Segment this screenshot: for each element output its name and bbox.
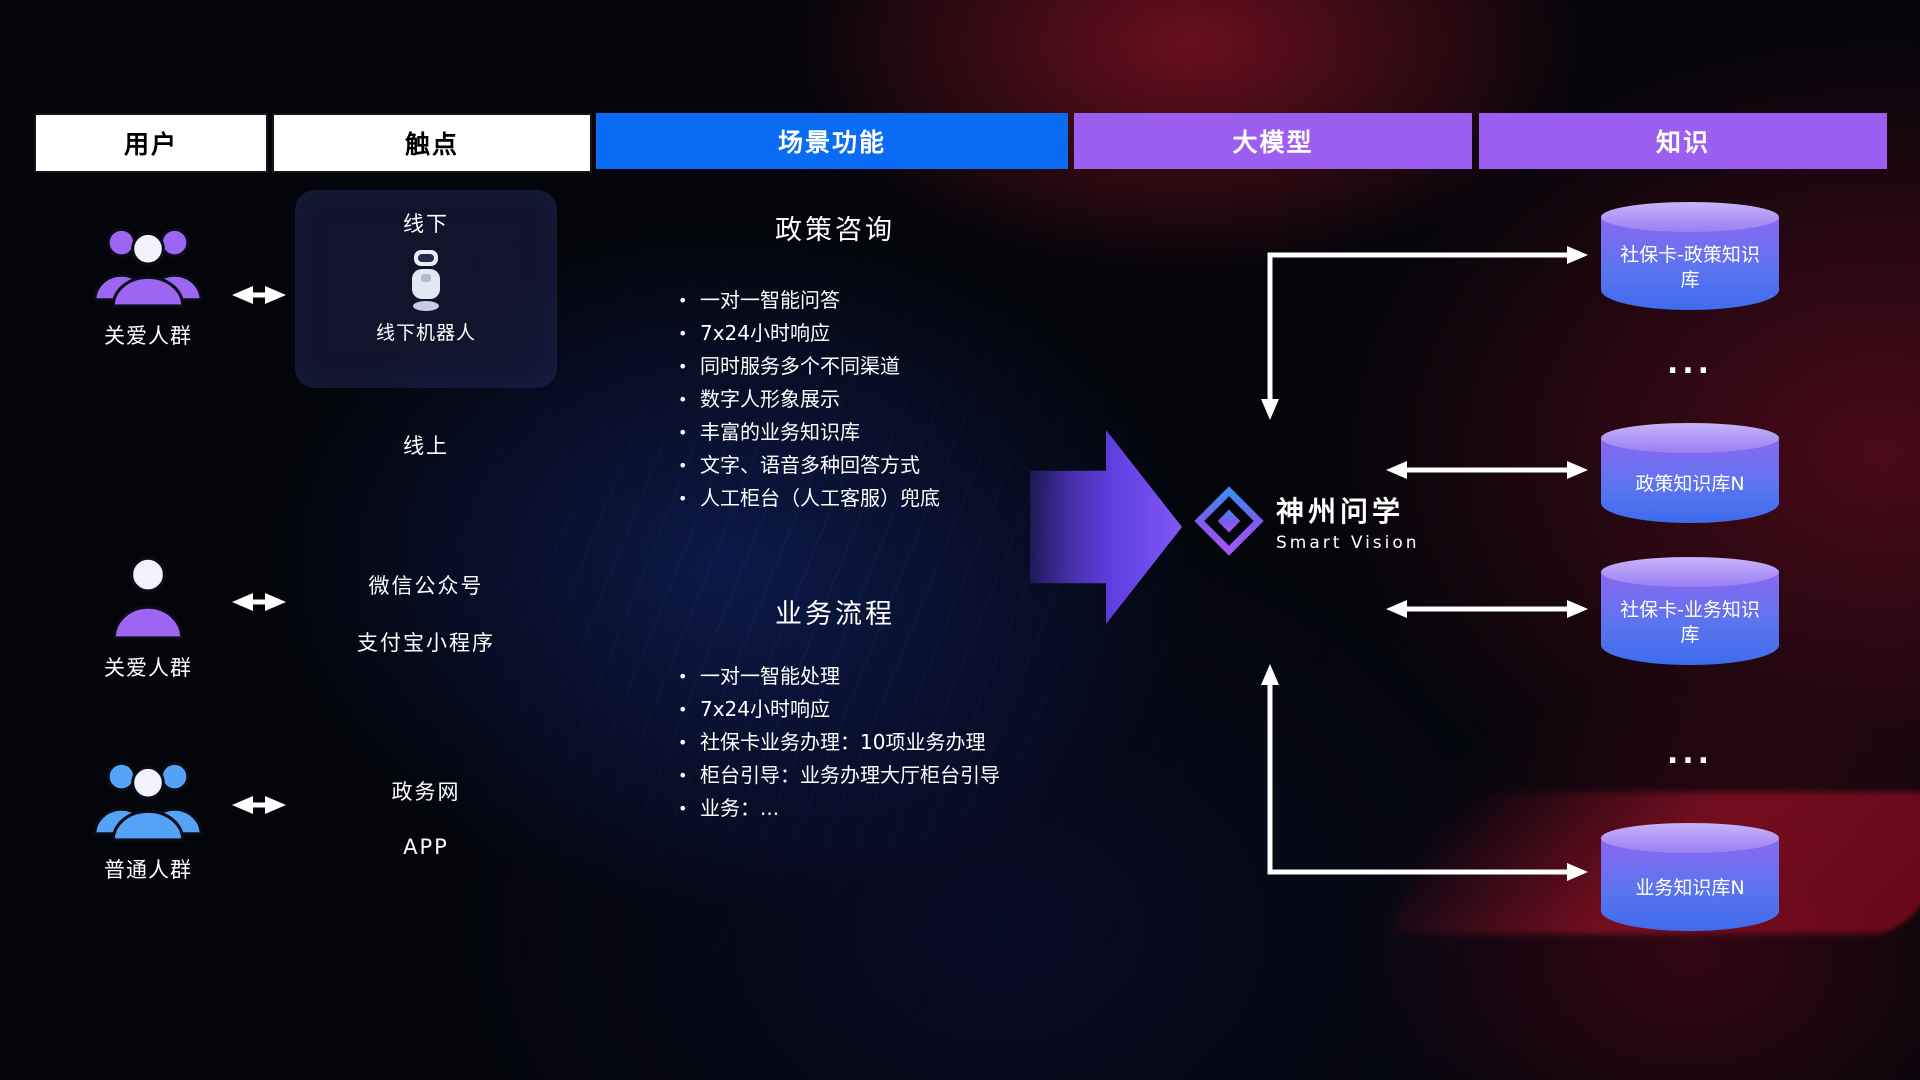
column-header-large-model: 大模型 — [1074, 113, 1472, 169]
user-group-ordinary: 普通人群 — [58, 750, 238, 884]
database-icon — [1601, 202, 1779, 232]
diamond-logo-icon — [1194, 486, 1264, 556]
list-item: 7x24小时响应 — [676, 693, 1000, 726]
column-header-users: 用户 — [34, 113, 268, 173]
list-item: 人工柜台（人工客服）兜底 — [676, 482, 940, 515]
people-group-icon — [93, 227, 203, 308]
column-header-touchpoints: 触点 — [272, 113, 592, 173]
list-item: 丰富的业务知识库 — [676, 416, 940, 449]
scenario-title-business-process: 业务流程 — [775, 599, 895, 630]
channel-app: APP — [403, 835, 449, 859]
user-group-care-1: 关爱人群 — [58, 216, 238, 350]
business-feature-list: 一对一智能处理 7x24小时响应 社保卡业务办理：10项业务办理 柜台引导：业务… — [676, 660, 1000, 825]
policy-feature-list: 一对一智能问答 7x24小时响应 同时服务多个不同渠道 数字人形象展示 丰富的业… — [676, 284, 940, 515]
scenario-title-policy-consultation: 政策咨询 — [775, 215, 895, 246]
list-item: 一对一智能问答 — [676, 284, 940, 317]
knowledge-db-social-business: 社保卡-业务知识库 — [1601, 557, 1779, 665]
database-icon — [1601, 423, 1779, 453]
person-icon — [112, 556, 184, 640]
model-logo — [1192, 484, 1266, 562]
knowledge-db-business-n: 业务知识库N — [1601, 823, 1779, 931]
column-header-knowledge: 知识 — [1479, 113, 1887, 169]
channel-alipay-mini-program: 支付宝小程序 — [357, 631, 495, 655]
channel-wechat-official-account: 微信公众号 — [368, 574, 484, 598]
online-label: 线上 — [403, 434, 449, 458]
offline-robot-label: 线下机器人 — [375, 322, 476, 344]
people-group-icon — [93, 761, 203, 842]
list-item: 7x24小时响应 — [676, 317, 940, 350]
channel-government-web: 政务网 — [391, 780, 461, 804]
user-group-label: 普通人群 — [104, 858, 192, 882]
database-label: 社保卡-政策知识库 — [1601, 217, 1779, 310]
ellipsis-more-knowledge-bases: ... — [1666, 736, 1714, 771]
model-name: 神州问学 — [1276, 495, 1405, 528]
database-icon — [1601, 557, 1779, 587]
elbow-arrow-model-to-policy-kb — [1261, 246, 1588, 420]
offline-touchpoint-card: 线下 线下机器人 — [295, 190, 557, 388]
user-group-label: 关爱人群 — [104, 324, 192, 348]
column-header-scenario-functions: 场景功能 — [596, 113, 1068, 169]
user-group-label: 关爱人群 — [104, 656, 192, 680]
ellipsis-more-knowledge-bases: ... — [1666, 346, 1714, 381]
model-logo-text: 神州问学 Smart Vision — [1276, 490, 1420, 553]
offline-label: 线下 — [403, 212, 449, 236]
list-item: 业务：... — [676, 792, 1000, 825]
user-group-care-2: 关爱人群 — [58, 548, 238, 682]
big-flow-arrow — [1030, 430, 1182, 624]
list-item: 社保卡业务办理：10项业务办理 — [676, 726, 1000, 759]
knowledge-db-policy-n: 政策知识库N — [1601, 423, 1779, 523]
robot-icon — [412, 250, 440, 311]
database-icon — [1601, 823, 1779, 853]
list-item: 文字、语音多种回答方式 — [676, 449, 940, 482]
list-item: 柜台引导：业务办理大厅柜台引导 — [676, 759, 1000, 792]
knowledge-db-social-policy: 社保卡-政策知识库 — [1601, 202, 1779, 310]
database-label: 业务知识库N — [1601, 838, 1779, 931]
list-item: 一对一智能处理 — [676, 660, 1000, 693]
list-item: 同时服务多个不同渠道 — [676, 350, 940, 383]
model-subtitle: Smart Vision — [1276, 533, 1420, 553]
database-label: 社保卡-业务知识库 — [1601, 572, 1779, 665]
list-item: 数字人形象展示 — [676, 383, 940, 416]
